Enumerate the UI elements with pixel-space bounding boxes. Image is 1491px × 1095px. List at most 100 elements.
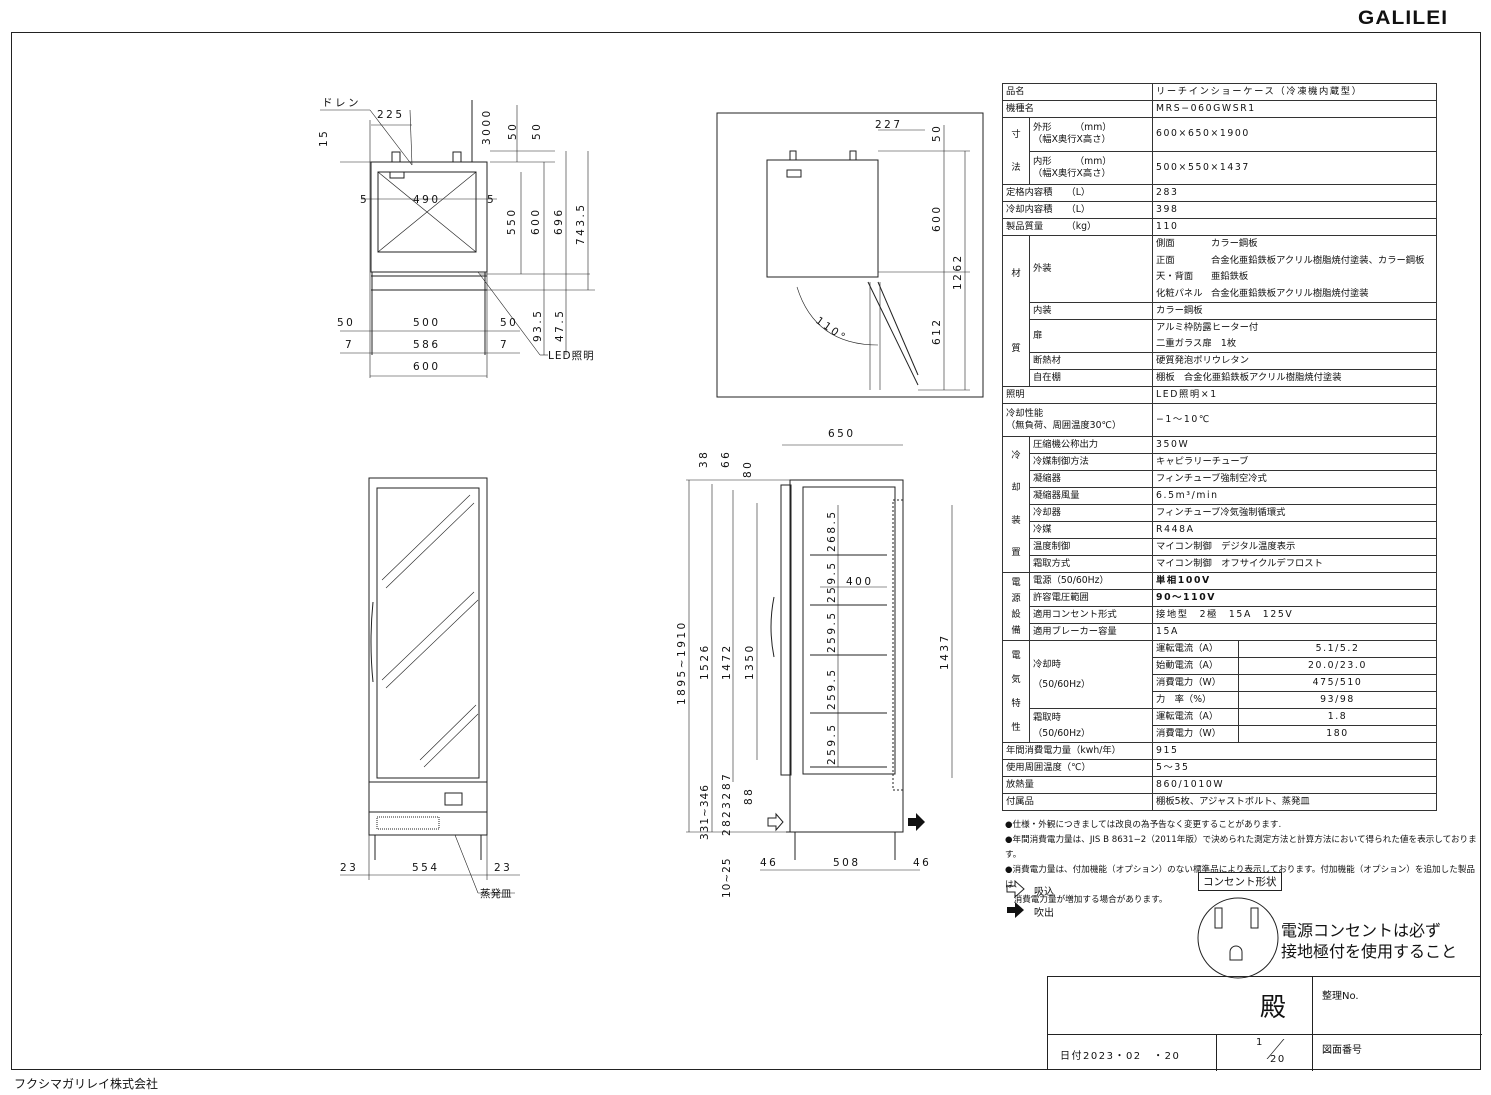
spec-label: 適用コンセント形式: [1028, 606, 1154, 624]
exterior-material: 合金化亜鉛鉄板アクリル樹脂焼付塗装: [1211, 287, 1369, 299]
dim-label: 80: [742, 460, 754, 478]
dim-label: 600: [413, 361, 441, 373]
spec-label: 照明: [1001, 386, 1154, 404]
spec-value: MRS−060GWSR1: [1152, 100, 1438, 118]
dim-label: 400: [846, 576, 874, 588]
spec-label: 定格内容積 （L）: [1001, 184, 1154, 202]
dim-label: 1895~1910: [676, 620, 688, 705]
spec-value: 単相100V: [1152, 572, 1438, 590]
angle-label: 110°: [813, 315, 849, 345]
dim-label: 1437: [939, 633, 951, 670]
exterior-part: 側面: [1156, 238, 1175, 249]
dim-label: 50: [931, 124, 943, 142]
group-char: 気: [1011, 673, 1021, 685]
dim-label: 500: [413, 317, 441, 329]
dim-label: 232: [721, 790, 733, 818]
exhaust-arrow-icon: [1007, 902, 1024, 918]
dim-label: 46: [913, 857, 931, 869]
note: ●年間消費電力量は、JIS B 8631−2（2011年版）で決められた測定方法…: [1005, 835, 1477, 860]
outlet-symbol: [1197, 897, 1279, 979]
scale-denominator: 20: [1270, 1054, 1286, 1065]
dim-label: 38: [698, 450, 710, 468]
spec-label: 製品質量 （kg）: [1001, 218, 1154, 236]
dim-label: 5: [360, 194, 369, 206]
spec-label: 冷却内容積 （L）: [1001, 201, 1154, 219]
notes: ●仕様・外観につきましては改良の為予告なく変更することがあります. ●年間消費電…: [1005, 818, 1491, 908]
dim-label: 586: [413, 339, 441, 351]
note: ●仕様・外観につきましては改良の為予告なく変更することがあります.: [1005, 820, 1282, 830]
dim-label: 259.5: [826, 667, 838, 710]
dim-label: 550: [506, 207, 518, 235]
spec-value: 15A: [1152, 623, 1438, 641]
group-char: 質: [1011, 342, 1021, 354]
airflow-legend: 吸込 吹出: [1006, 882, 1054, 924]
spec-value: 6.5m³/min: [1152, 487, 1438, 505]
spec-value: 20.0/23.0: [1238, 657, 1438, 675]
spec-value: 棚板5枚、アジャストボルト、蒸発皿: [1152, 793, 1438, 811]
spec-value: 398: [1152, 201, 1438, 219]
dim-label: 650: [828, 428, 856, 440]
spec-label: 凝縮器風量: [1028, 487, 1154, 505]
dim-label: 1472: [721, 643, 733, 680]
spec-sublabel: （50/60Hz）: [1033, 678, 1091, 690]
spec-value: 5〜35: [1152, 759, 1438, 777]
spec-value: −1〜10℃: [1152, 403, 1438, 437]
outlet-title: コンセント形状: [1198, 872, 1282, 891]
group-char: 材: [1011, 267, 1021, 279]
spec-label: 付属品: [1001, 793, 1154, 811]
dim-label: 268.5: [826, 509, 838, 552]
exterior-part: 天・背面: [1156, 271, 1194, 282]
drawing-frame: [11, 32, 1481, 1070]
spec-value: 600×650×1900: [1152, 117, 1438, 152]
group-char: 冷: [1011, 449, 1021, 461]
dim-label: 600: [931, 204, 943, 232]
group-char: 寸: [1011, 128, 1021, 140]
spec-label: 冷却時: [1033, 658, 1061, 670]
spec-value: カラー鋼板: [1152, 302, 1438, 320]
spec-value: 110: [1152, 218, 1438, 236]
exterior-material: 亜鉛鉄板: [1211, 271, 1249, 282]
spec-label: 電源（50/60Hz）: [1028, 572, 1154, 590]
spec-label: 温度制御: [1028, 538, 1154, 556]
dim-label: 259.5: [826, 722, 838, 765]
spec-value: 915: [1152, 742, 1438, 760]
group-char: 電: [1011, 649, 1021, 661]
spec-label: 年間消費電力量（kwh/年）: [1001, 742, 1154, 760]
dim-label: 612: [931, 317, 943, 345]
exterior-part: 化粧パネル: [1156, 287, 1203, 299]
dim-label: 7: [345, 339, 354, 351]
dim-label: ドレン: [322, 97, 361, 109]
dim-label: 93.5: [532, 309, 544, 342]
spec-label: 始動電流（A）: [1152, 657, 1240, 675]
spec-sublabel: （幅X奥行X高さ）: [1033, 134, 1111, 146]
spec-value: 350W: [1152, 436, 1438, 454]
spec-label: 品名: [1001, 83, 1154, 101]
group-char: 装: [1011, 514, 1021, 526]
scale-numerator: 1: [1256, 1037, 1263, 1048]
spec-label: 霜取方式: [1028, 555, 1154, 573]
side-view: 650 38 66 80 1895~1910 1526 1472 1350 14…: [676, 428, 953, 898]
outlet-note: 電源コンセントは必ず 接地極付を使用すること: [1281, 920, 1457, 962]
dim-label: 3000: [481, 108, 493, 145]
spec-label: 冷却器: [1028, 504, 1154, 522]
dim-label: 600: [530, 207, 542, 235]
spec-label: 自在棚: [1028, 369, 1154, 387]
group-char: 法: [1011, 161, 1021, 173]
spec-value: キャピラリーチューブ: [1152, 453, 1438, 471]
plan-view: ドレン 225 15 3000 50 50 5 490 5 550 600 69…: [318, 97, 595, 378]
group-char: 源: [1011, 592, 1021, 604]
spec-label: 断熱材: [1028, 352, 1154, 370]
dim-label: 23: [494, 862, 512, 874]
dim-label: 259.5: [826, 560, 838, 603]
spec-label: 使用周囲温度（℃）: [1001, 759, 1154, 777]
spec-value: 860/1010W: [1152, 776, 1438, 794]
legend-intake: 吸込: [1034, 887, 1054, 898]
spec-value: LED照明×1: [1152, 386, 1438, 404]
spec-value: 二重ガラス扉 1枚: [1156, 338, 1237, 349]
spec-value: マイコン制御 デジタル温度表示: [1152, 538, 1438, 556]
group-char: 備: [1011, 624, 1021, 636]
spec-value: 283: [1152, 184, 1438, 202]
spec-value: 90〜110V: [1152, 589, 1438, 607]
spec-value: 180: [1238, 725, 1438, 743]
